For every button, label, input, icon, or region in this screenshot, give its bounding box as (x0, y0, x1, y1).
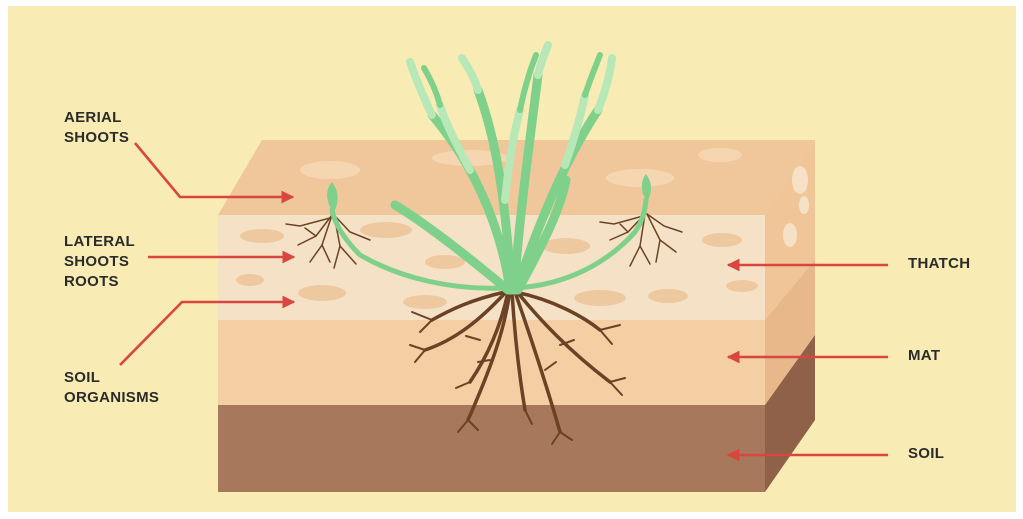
soil-layer (218, 405, 765, 492)
label-lateral-line-3: ROOTS (64, 272, 135, 292)
label-mat: MAT (908, 346, 940, 366)
label-aerial-line-1: AERIAL (64, 108, 129, 128)
label-lateral-line-1: LATERAL (64, 232, 135, 252)
label-lateral-line-2: SHOOTS (64, 252, 135, 272)
label-soil-organisms-line-1: SOIL (64, 368, 159, 388)
label-aerial-shoots: AERIAL SHOOTS (64, 108, 129, 148)
label-aerial-line-2: SHOOTS (64, 128, 129, 148)
soil-block (218, 140, 815, 492)
thatch-layer (218, 215, 765, 320)
label-soil-organisms: SOIL ORGANISMS (64, 368, 159, 408)
label-lateral-shoots-roots: LATERAL SHOOTS ROOTS (64, 232, 135, 292)
label-thatch: THATCH (908, 254, 970, 274)
label-soil: SOIL (908, 444, 944, 464)
label-soil-organisms-line-2: ORGANISMS (64, 388, 159, 408)
